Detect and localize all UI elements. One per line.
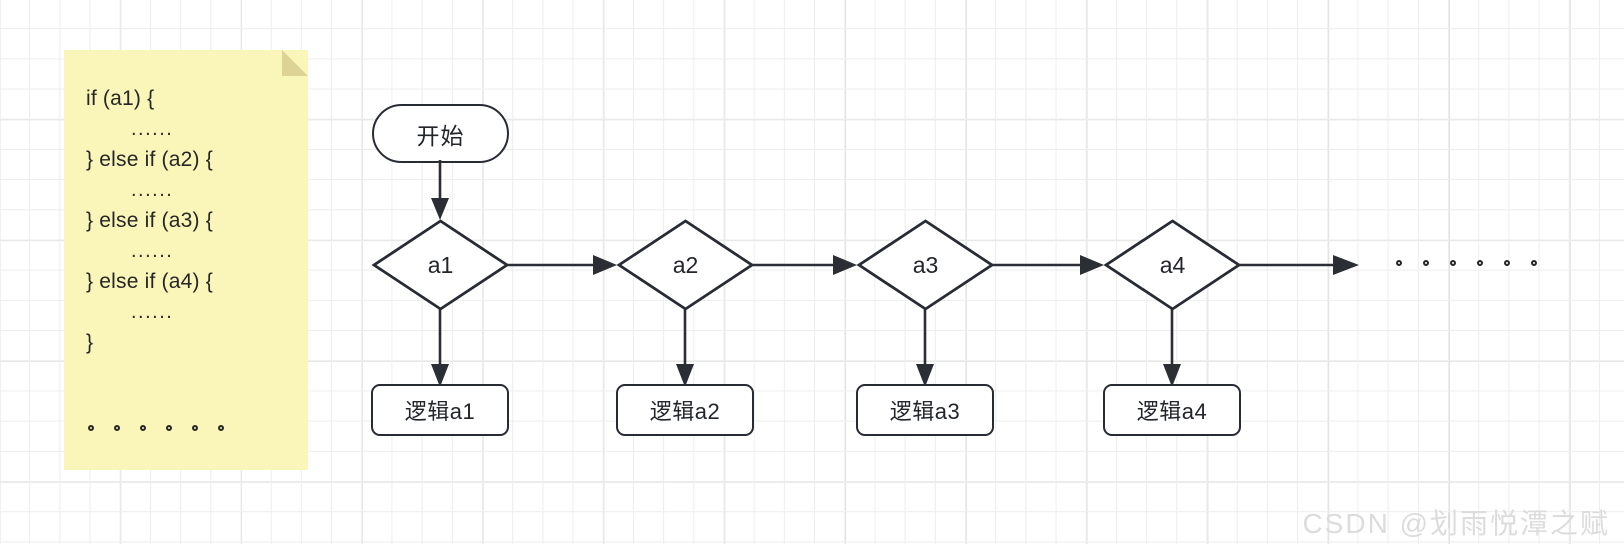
code-line: if (a1) {	[86, 87, 155, 110]
dot-icon	[192, 425, 198, 431]
flow-node-decision-a1[interactable]: a1	[371, 219, 510, 311]
diamond-shape	[616, 219, 755, 311]
code-line-ellipsis: ......	[131, 301, 174, 323]
diamond-shape	[1103, 219, 1242, 311]
flow-continuation-dots	[1396, 260, 1537, 266]
flow-node-logic-a3[interactable]: 逻辑a3	[856, 384, 994, 436]
connector-a2-to-a3	[750, 255, 857, 275]
dot-icon	[1396, 260, 1402, 266]
code-line: } else if (a2) {	[86, 148, 213, 171]
code-line: } else if (a3) {	[86, 209, 213, 232]
code-line-ellipsis: ......	[131, 179, 174, 201]
connector-a3-to-a4	[990, 255, 1104, 275]
flow-node-logic-a1[interactable]: 逻辑a1	[371, 384, 509, 436]
watermark: CSDN @划雨悦潭之赋	[1302, 508, 1610, 539]
flow-node-start[interactable]: 开始	[372, 104, 509, 163]
code-line-ellipsis: ......	[131, 240, 174, 262]
code-line: }	[86, 331, 94, 354]
dot-icon	[1423, 260, 1429, 266]
dot-icon	[1450, 260, 1456, 266]
connector-a1-to-a2	[505, 255, 617, 275]
note-fold-corner	[282, 50, 308, 76]
note-code-block: if (a1) { ...... } else if (a2) { ......…	[86, 88, 298, 363]
dot-icon	[140, 425, 146, 431]
flow-node-decision-a2[interactable]: a2	[616, 219, 755, 311]
sticky-note: if (a1) { ...... } else if (a2) { ......…	[64, 50, 308, 470]
dot-icon	[1477, 260, 1483, 266]
flow-node-decision-a4[interactable]: a4	[1103, 219, 1242, 311]
note-continuation-dots	[88, 425, 224, 431]
code-line-ellipsis: ......	[131, 118, 174, 140]
connector-start-to-a1	[431, 160, 449, 220]
connector-a3-to-logic-a3	[916, 309, 934, 387]
flow-node-logic-a4[interactable]: 逻辑a4	[1103, 384, 1241, 436]
diamond-shape	[856, 219, 995, 311]
dot-icon	[1531, 260, 1537, 266]
dot-icon	[166, 425, 172, 431]
code-line: } else if (a4) {	[86, 270, 213, 293]
connector-a4-to-continuation	[1237, 255, 1359, 275]
connector-a2-to-logic-a2	[676, 309, 694, 387]
flow-node-decision-a3[interactable]: a3	[856, 219, 995, 311]
dot-icon	[1504, 260, 1510, 266]
diamond-shape	[371, 219, 510, 311]
dot-icon	[88, 425, 94, 431]
dot-icon	[218, 425, 224, 431]
dot-icon	[114, 425, 120, 431]
flow-node-logic-a2[interactable]: 逻辑a2	[616, 384, 754, 436]
connector-a4-to-logic-a4	[1163, 309, 1181, 387]
connector-a1-to-logic-a1	[431, 309, 449, 387]
